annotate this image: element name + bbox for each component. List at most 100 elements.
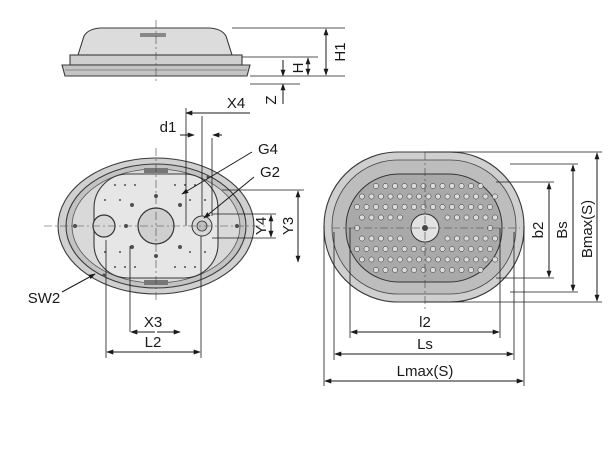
suction-hole: [387, 214, 394, 221]
suction-hole: [439, 267, 446, 273]
label-z: Z: [263, 95, 280, 104]
suction-hole: [444, 235, 451, 242]
suction-hole: [397, 235, 403, 242]
suction-hole: [454, 256, 460, 263]
suction-hole: [401, 246, 408, 252]
label-lmax: Lmax(S): [397, 363, 454, 380]
suction-hole: [473, 214, 479, 221]
suction-hole: [359, 193, 365, 200]
suction-hole: [359, 235, 365, 242]
suction-hole: [477, 183, 484, 189]
suction-hole: [468, 267, 474, 273]
label-l2: L2: [145, 334, 162, 351]
suction-hole: [449, 267, 455, 273]
suction-hole: [392, 183, 398, 189]
suction-hole: [397, 214, 403, 221]
label-g2: G2: [260, 164, 280, 181]
suction-hole: [397, 193, 403, 200]
suction-hole: [425, 256, 432, 263]
suction-hole: [430, 204, 436, 210]
suction-hole: [477, 246, 484, 252]
suction-hole: [454, 214, 460, 221]
suction-hole: [492, 214, 498, 221]
suction-hole: [435, 256, 441, 263]
label-g4: G4: [258, 141, 278, 158]
suction-hole: [368, 235, 375, 242]
suction-hole: [458, 267, 465, 273]
label-l2-small: l2: [419, 314, 431, 331]
suction-hole: [416, 193, 422, 200]
suction-hole: [487, 246, 493, 252]
suction-hole: [492, 256, 498, 263]
suction-hole: [477, 204, 484, 210]
suction-hole: [439, 183, 446, 189]
suction-hole: [449, 183, 455, 189]
suction-hole: [387, 256, 394, 263]
label-bmax: Bmax(S): [579, 200, 596, 258]
suction-hole: [482, 214, 489, 221]
label-sw2: SW2: [28, 290, 61, 307]
suction-hole: [363, 204, 370, 210]
suction-hole: [382, 267, 389, 273]
suction-hole: [420, 267, 427, 273]
suction-hole: [458, 183, 465, 189]
label-x4: X4: [227, 95, 245, 112]
label-ls: Ls: [417, 336, 433, 353]
suction-hole: [378, 256, 384, 263]
suction-hole: [473, 235, 479, 242]
suction-hole: [482, 193, 489, 200]
suction-hole: [387, 193, 394, 200]
label-x3: X3: [144, 314, 162, 331]
suction-hole: [444, 193, 451, 200]
suction-hole: [378, 214, 384, 221]
suction-hole: [392, 246, 398, 252]
suction-hole: [392, 267, 398, 273]
suction-hole: [482, 235, 489, 242]
label-y3: Y3: [280, 217, 297, 235]
suction-hole: [482, 256, 489, 263]
suction-hole: [401, 204, 408, 210]
suction-hole: [401, 267, 408, 273]
label-h1: H1: [332, 42, 349, 61]
label-b2: b2: [530, 222, 547, 239]
suction-hole: [492, 193, 498, 200]
suction-hole: [425, 193, 432, 200]
suction-hole: [373, 246, 379, 252]
suction-hole: [468, 246, 474, 252]
suction-hole: [373, 204, 379, 210]
suction-hole: [378, 193, 384, 200]
suction-hole: [444, 256, 451, 263]
suction-hole: [368, 256, 375, 263]
suction-hole: [468, 204, 474, 210]
suction-hole: [463, 214, 470, 221]
suction-hole: [439, 246, 446, 252]
label-d1: d1: [160, 119, 177, 136]
suction-hole: [420, 183, 427, 189]
suction-hole: [430, 246, 436, 252]
suction-hole: [378, 235, 384, 242]
suction-hole: [477, 267, 484, 273]
suction-hole: [382, 246, 389, 252]
suction-hole: [387, 235, 394, 242]
suction-hole: [406, 256, 413, 263]
label-bs: Bs: [554, 221, 571, 239]
suction-face-view: b2 Bs Bmax(S) l2 Ls Lmax(S): [323, 151, 602, 386]
suction-hole: [411, 204, 417, 210]
suction-hole: [397, 256, 403, 263]
suction-hole: [382, 183, 389, 189]
suction-hole: [473, 193, 479, 200]
suction-hole: [430, 267, 436, 273]
suction-hole: [430, 183, 436, 189]
suction-hole: [449, 204, 455, 210]
suction-hole: [487, 204, 493, 210]
suction-hole: [411, 183, 417, 189]
suction-hole: [411, 246, 417, 252]
suction-hole: [444, 214, 451, 221]
suction-hole: [473, 256, 479, 263]
suction-hole: [354, 246, 360, 252]
suction-hole: [411, 267, 417, 273]
suction-hole: [458, 204, 465, 210]
side-view: H1 H Z: [61, 20, 349, 105]
suction-hole: [354, 204, 360, 210]
suction-hole: [401, 183, 408, 189]
